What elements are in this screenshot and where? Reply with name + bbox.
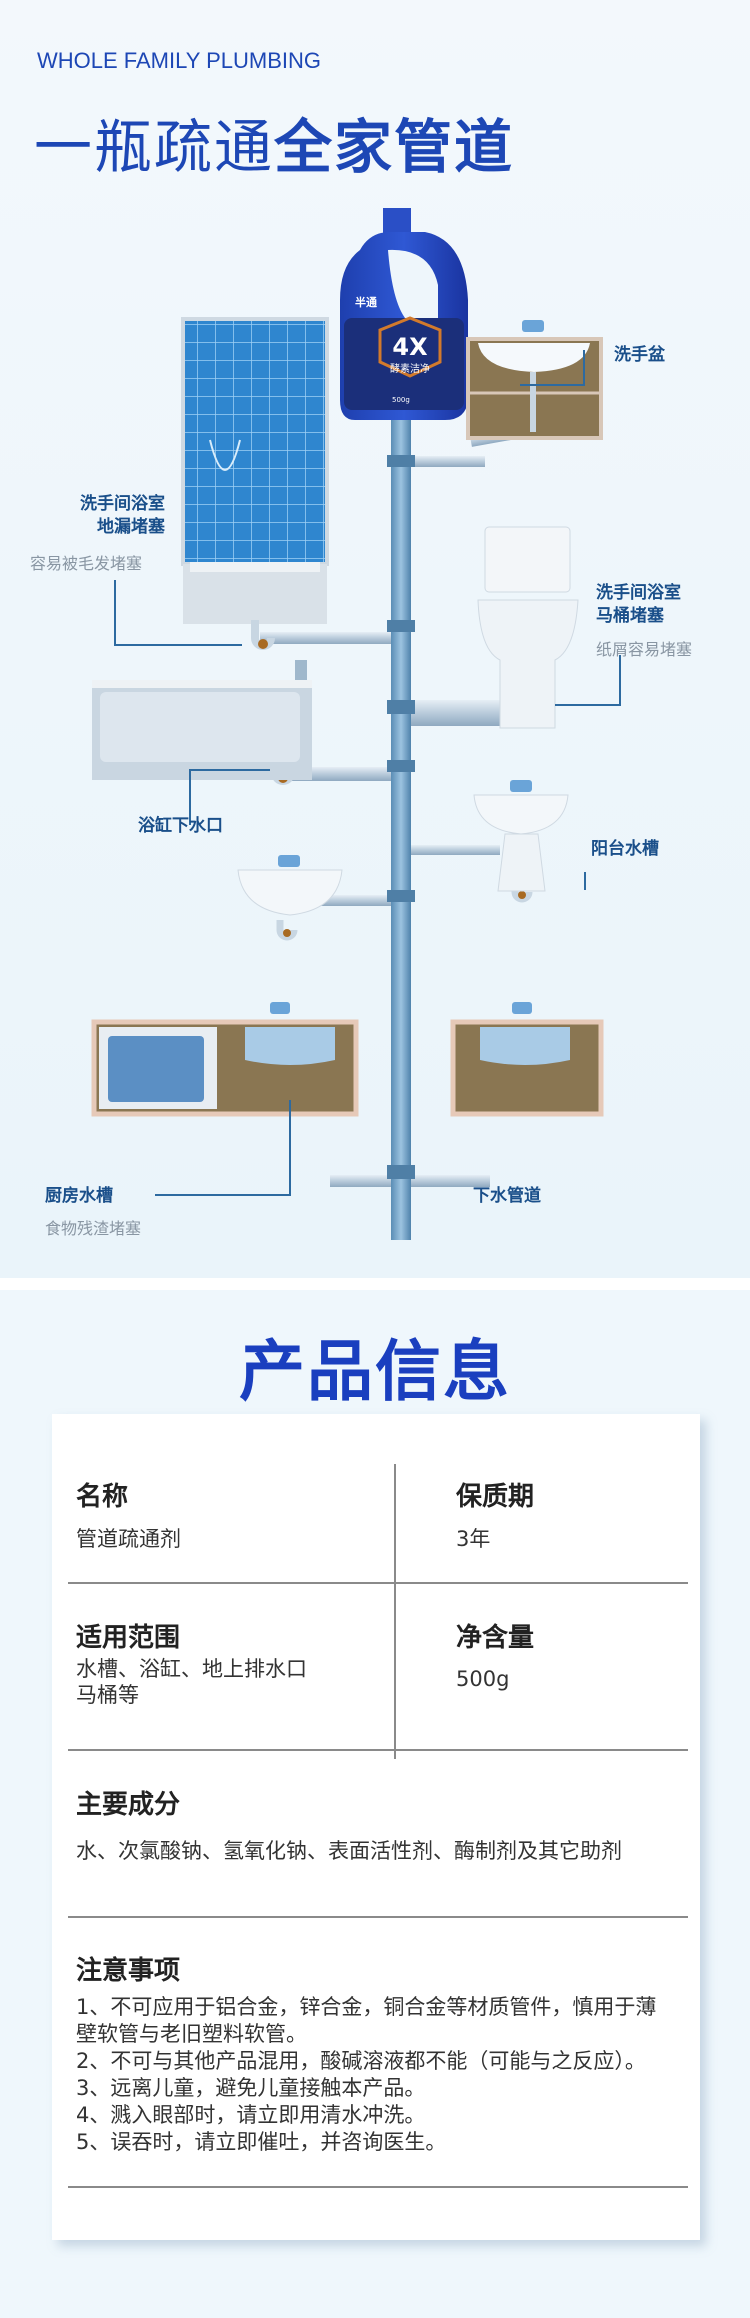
bottle-badge: 4X (392, 333, 428, 361)
label-toilet-note: 纸屑容易堵塞 (596, 640, 693, 659)
hero-title: 一瓶疏通全家管道 (34, 100, 514, 184)
note-line: 4、溅入眼部时，请立即用清水冲洗。 (76, 2103, 426, 2127)
label-kitchen-note: 食物残渣堵塞 (45, 1219, 142, 1238)
title-light: 一瓶疏通 (34, 113, 275, 181)
kitchen-cabinet-fixture (91, 1002, 604, 1117)
shelf-value: 3年 (456, 1527, 491, 1551)
label-balcony: 阳台水槽 (591, 839, 659, 859)
note-line: 壁软管与老旧塑料软管。 (76, 2022, 307, 2046)
bottle-name: 酵素洁净 (390, 362, 430, 375)
name-label: 名称 (76, 1482, 129, 1512)
hero-subtitle: WHOLE FAMILY PLUMBING (37, 48, 322, 73)
scope-value-1: 水槽、浴缸、地上排水口 (76, 1657, 307, 1681)
label-wash-basin: 洗手盆 (614, 345, 665, 365)
note-line: 3、远离儿童，避免儿童接触本产品。 (76, 2076, 426, 2100)
title-bold: 全家管道 (274, 113, 515, 181)
shelf-label: 保质期 (456, 1482, 535, 1512)
scope-label: 适用范围 (76, 1623, 181, 1653)
scope-value-2: 马桶等 (76, 1683, 139, 1707)
divider (68, 1916, 688, 1918)
label-toilet-2: 马桶堵塞 (596, 606, 664, 626)
note-line: 5、误吞时，请立即催吐，并咨询医生。 (76, 2130, 447, 2154)
info-card: 名称 管道疏通剂 保质期 3年 适用范围 水槽、浴缸、地上排水口 马桶等 净含量… (52, 1414, 700, 2240)
name-value: 管道疏通剂 (76, 1527, 181, 1551)
label-toilet-1: 洗手间浴室 (596, 583, 681, 603)
toilet-fixture (477, 526, 579, 729)
note-line: 1、不可应用于铝合金，锌合金，铜合金等材质管件，慎用于薄 (76, 1995, 657, 2019)
divider (68, 1749, 688, 1751)
label-kitchen: 厨房水槽 (45, 1186, 113, 1206)
label-floor-drain-1: 洗手间浴室 (80, 494, 165, 514)
main-sewer-pipe (391, 410, 411, 1240)
label-sewer: 下水管道 (473, 1186, 541, 1206)
plumbing-illustration: 4X 酵素洁净 半通 500g (91, 208, 621, 1240)
divider (68, 1582, 688, 1584)
label-floor-drain-2: 地漏堵塞 (97, 517, 165, 537)
divider (394, 1604, 396, 1759)
shower-fixture (181, 317, 329, 624)
balcony-sink-fixture (473, 780, 569, 892)
divider (68, 2186, 688, 2188)
wash-basin-fixture (466, 320, 603, 440)
label-floor-drain-note: 容易被毛发堵塞 (30, 554, 143, 573)
bathtub-fixture (92, 660, 312, 780)
info-title: 产品信息 (239, 1333, 511, 1410)
bottle-brand: 半通 (355, 295, 377, 309)
ingredients-label: 主要成分 (76, 1790, 181, 1820)
leader-lines (114, 350, 621, 1196)
bottle-weight: 500g (392, 396, 410, 404)
small-sink-fixture (237, 855, 343, 916)
note-line: 2、不可与其他产品混用，酸碱溶液都不能（可能与之反应）。 (76, 2049, 646, 2073)
net-value: 500g (456, 1667, 510, 1691)
net-label: 净含量 (456, 1623, 535, 1653)
label-bathtub: 浴缸下水口 (138, 816, 223, 836)
product-bottle: 4X 酵素洁净 半通 500g (340, 208, 468, 420)
notes-list: 1、不可应用于铝合金，锌合金，铜合金等材质管件，慎用于薄 壁软管与老旧塑料软管。… (76, 1994, 656, 2156)
notes-label: 注意事项 (76, 1956, 181, 1986)
ingredients-value: 水、次氯酸钠、氢氧化钠、表面活性剂、酶制剂及其它助剂 (76, 1839, 622, 1863)
divider (394, 1464, 396, 1624)
